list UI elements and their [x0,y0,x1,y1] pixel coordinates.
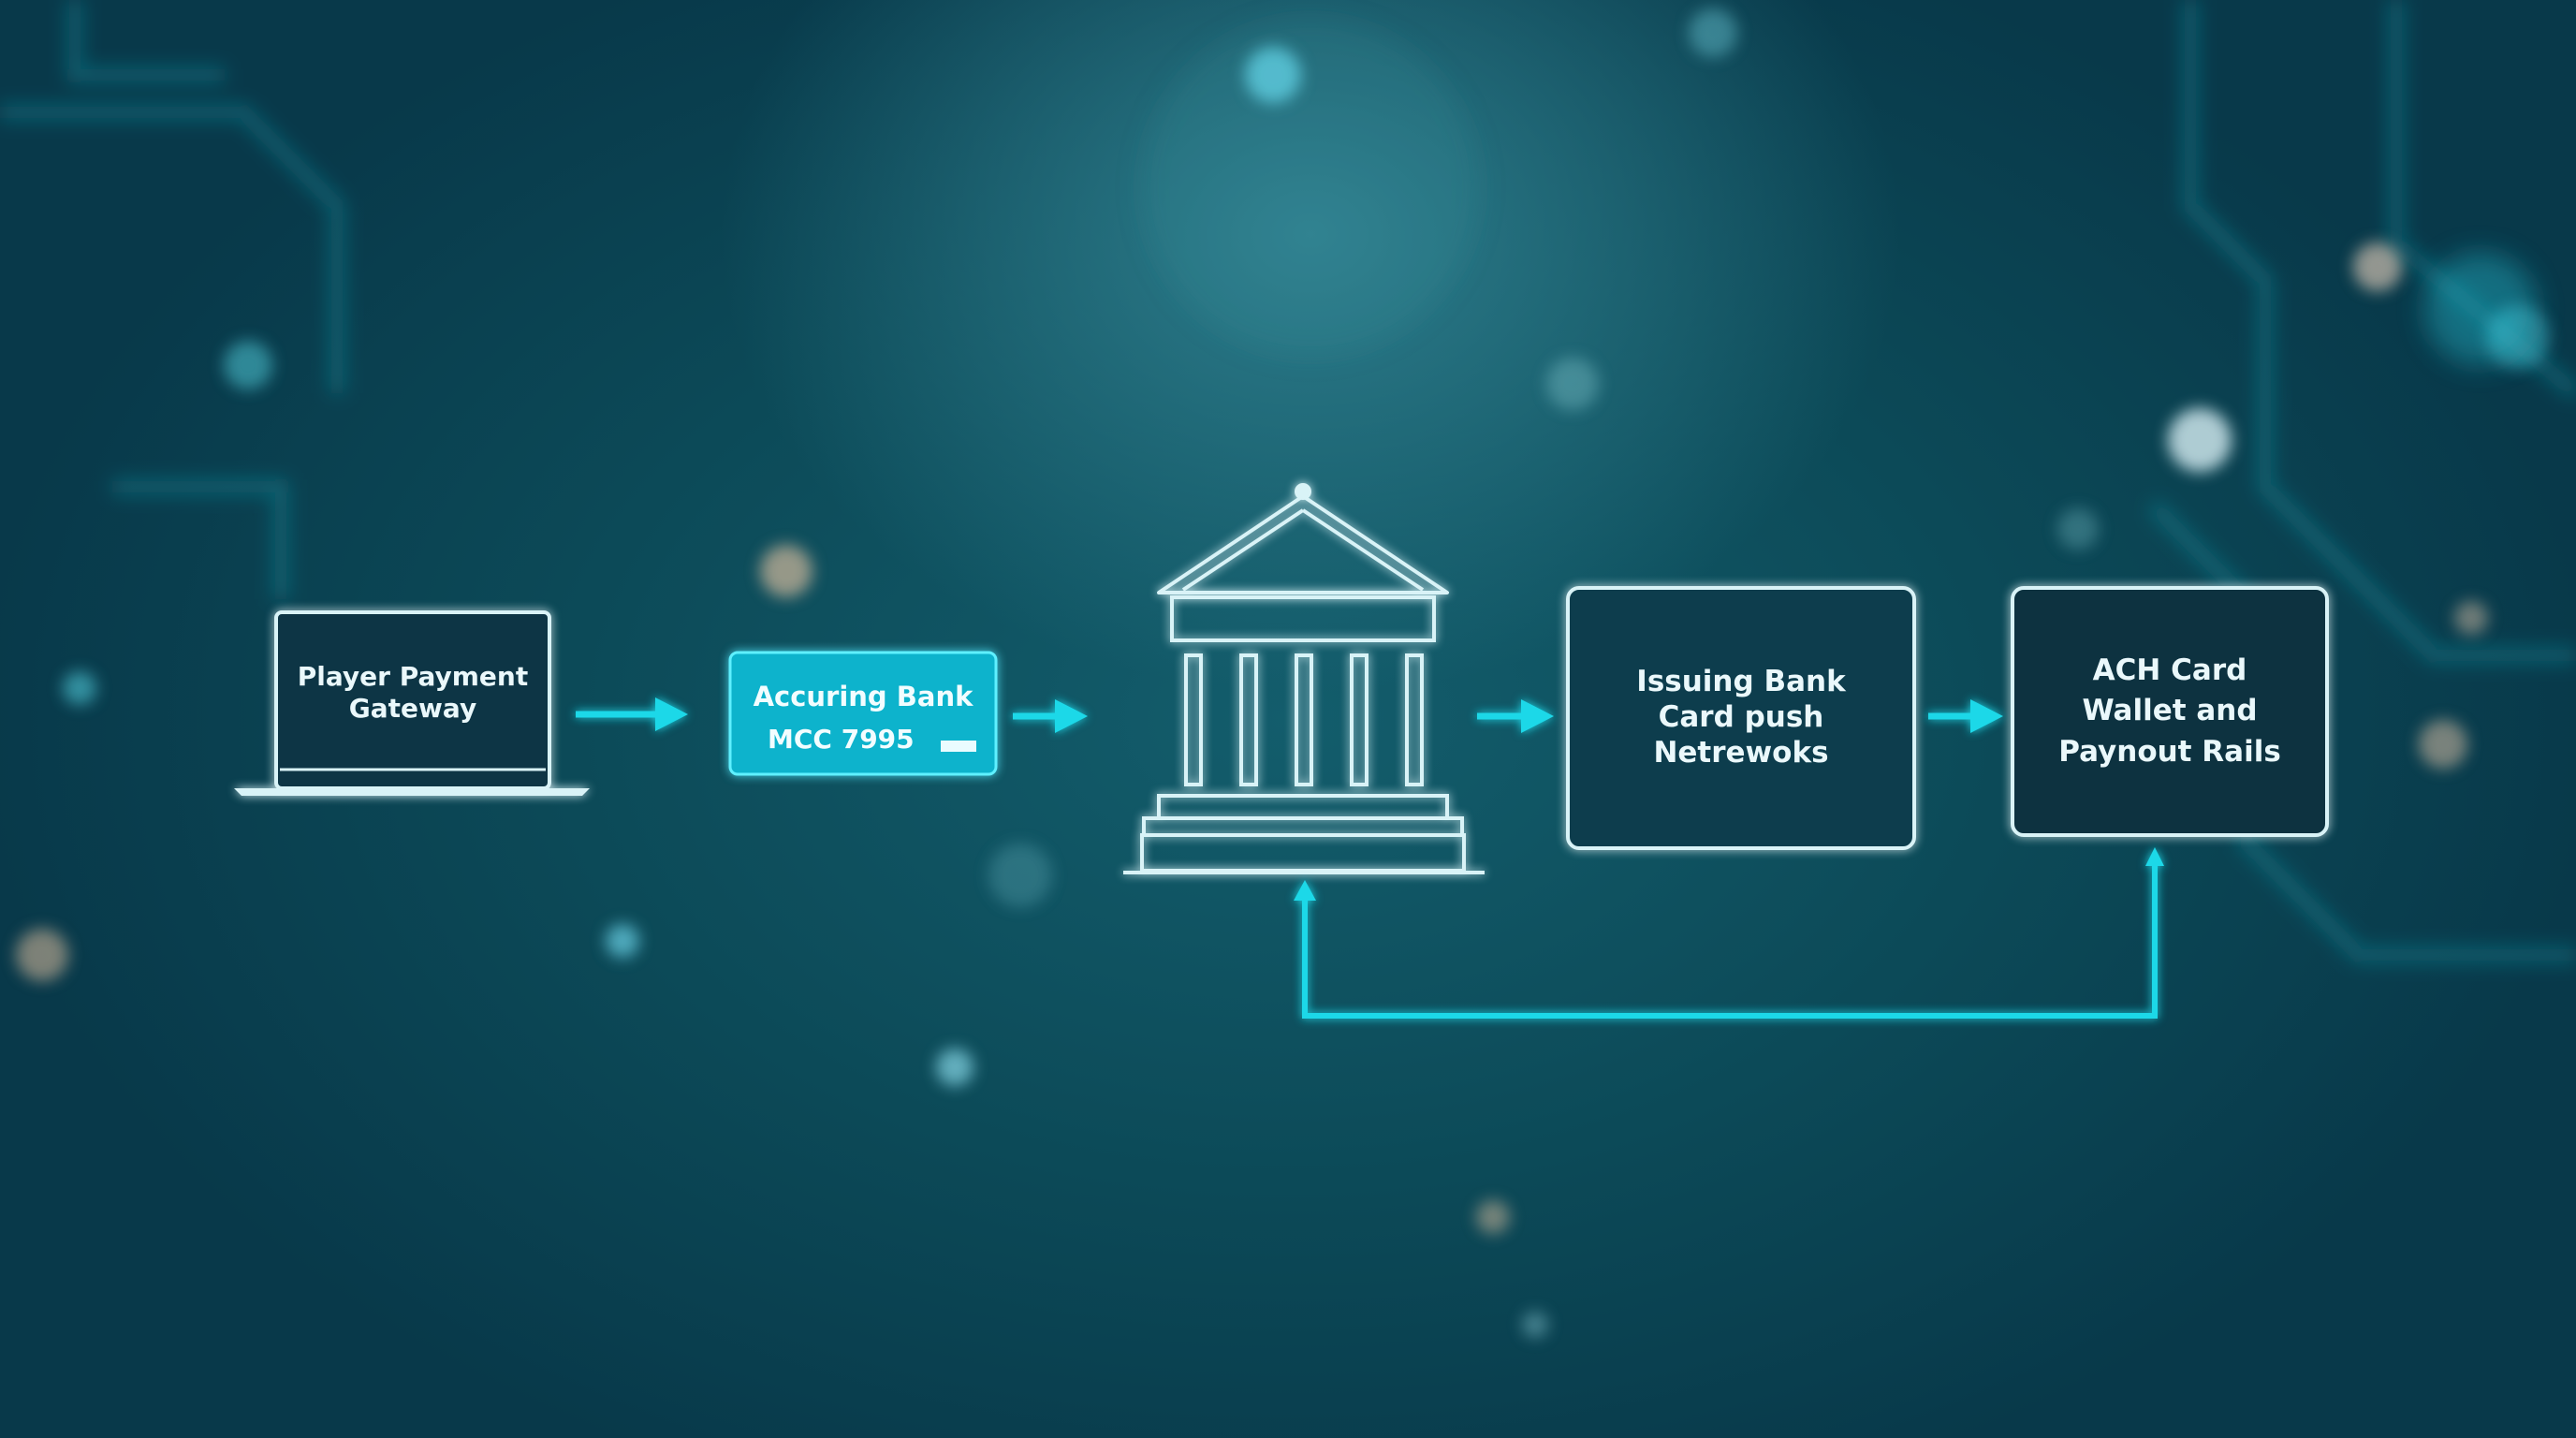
acquiring-bank-card [728,651,998,776]
flow-arrows [576,697,2164,1019]
issuing-bank-line-3: Netrewoks [1653,735,1829,770]
ach-line-3: Paynout Rails [2058,734,2281,769]
gateway-label-line-1: Player Payment [297,660,529,692]
return-arrow-head-ach [2145,847,2164,866]
card-chip-icon [941,741,976,752]
ach-line-2: Wallet and [2082,694,2258,728]
circuit-traces [0,0,2576,962]
return-arrow-head-bank [1294,880,1316,901]
acquiring-bank-mcc: MCC 7995 [768,724,915,755]
issuing-bank-box [1566,586,1916,850]
ach-box [2011,586,2329,837]
issuing-bank-line-1: Issuing Bank [1636,665,1846,699]
ach-label: ACH Card Wallet and Paynout Rails [2012,588,2327,835]
issuing-bank-label: Issuing Bank Card push Netrewoks [1568,588,1914,848]
ach-line-1: ACH Card [2092,653,2247,687]
gateway-label-line-2: Gateway [348,693,477,724]
arrow-acquiring-to-bank [1013,699,1088,733]
acquiring-bank-name: Accuring Bank [753,681,973,712]
return-path-arrow [1302,861,2158,1019]
acquiring-bank-label: Accuring Bank MCC 7995 [730,653,996,774]
bank-building-icon [1123,483,1485,874]
arrow-issuing-to-ach [1928,699,2003,733]
gateway-label: Player Payment Gateway [280,616,546,770]
arrow-bank-to-issuing [1477,699,1554,733]
issuing-bank-line-2: Card push [1658,700,1824,735]
bokeh-lights [16,8,2550,1338]
laptop-icon [234,610,590,796]
arrow-gateway-to-acquiring [576,697,688,731]
